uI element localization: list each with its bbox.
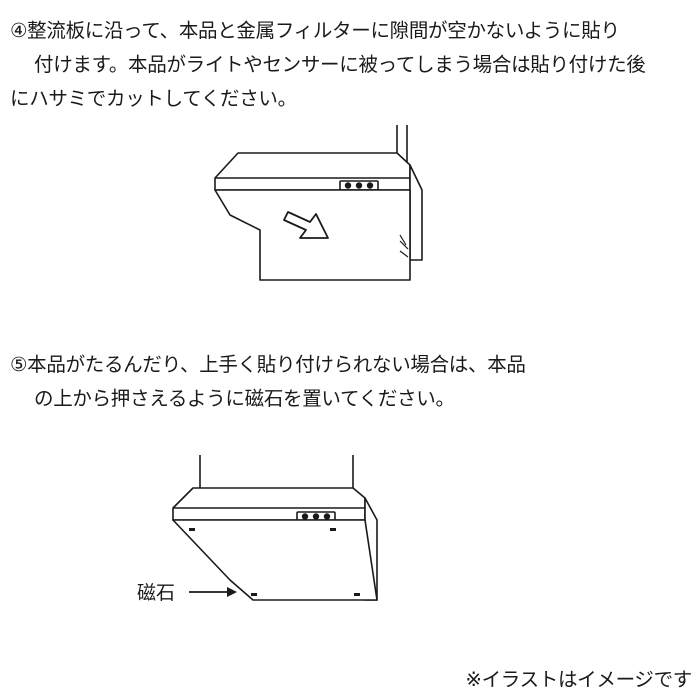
control-buttons bbox=[296, 511, 336, 522]
arrow-down-right-icon bbox=[283, 211, 329, 239]
control-buttons bbox=[339, 180, 379, 191]
step-5-line-1: ⑤本品がたるんだり、上手く貼り付けられない場合は、本品 bbox=[10, 353, 526, 376]
step-4-instructions: ④整流板に沿って、本品と金属フィルターに隙間が空かないように貼り 付けます。本品… bbox=[10, 14, 646, 116]
range-hood-illustration-apply bbox=[214, 125, 423, 281]
step-4-line-2: 付けます。本品がライトやセンサーに被ってしまう場合は貼り付けた後 bbox=[34, 53, 646, 76]
sheet-underside bbox=[172, 519, 378, 601]
magnet-pointer-arrow-icon bbox=[189, 587, 237, 597]
step-4-line-3: にハサミでカットしてください。 bbox=[10, 87, 297, 110]
step-4-line-1: ④整流板に沿って、本品と金属フィルターに隙間が空かないように貼り bbox=[10, 19, 620, 42]
step-5-instructions: ⑤本品がたるんだり、上手く貼り付けられない場合は、本品 の上から押さえるように磁… bbox=[10, 348, 526, 416]
image-disclaimer: ※イラストはイメージです bbox=[465, 668, 693, 691]
step-5-line-2: の上から押さえるように磁石を置いてください。 bbox=[34, 387, 455, 410]
magnet-label: 磁石 bbox=[137, 582, 175, 604]
magnet-marks bbox=[189, 528, 360, 596]
range-hood-illustration-magnet: 磁石 bbox=[137, 455, 378, 604]
wall-duct bbox=[199, 455, 354, 488]
